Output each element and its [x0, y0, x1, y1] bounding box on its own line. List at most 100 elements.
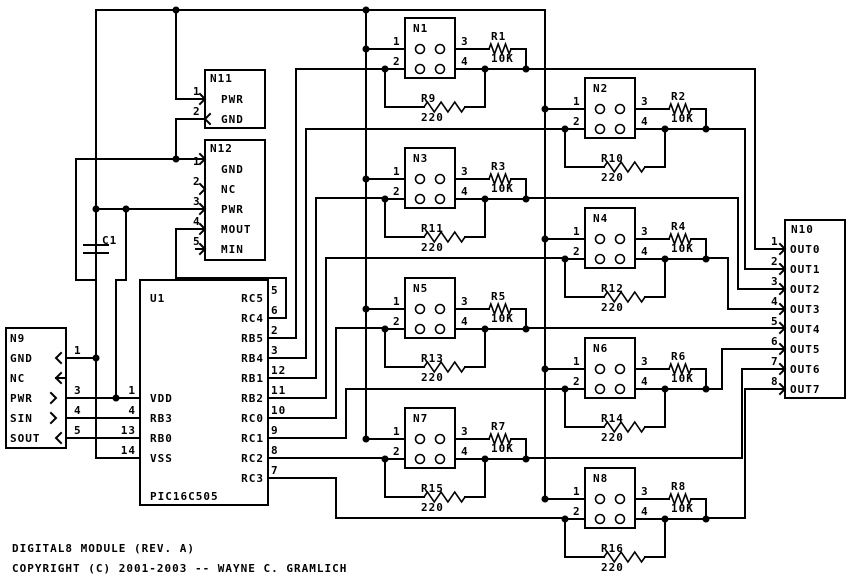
- stage-connector-body: [404, 277, 456, 339]
- pulldown-resistor: [423, 360, 466, 374]
- pulldown-resistor-name: R13: [421, 352, 444, 365]
- n10-pin-number: 8: [771, 375, 779, 388]
- n11-pin-number: 2: [193, 105, 201, 118]
- stage-wire: [644, 258, 666, 298]
- n10-pin-number: 1: [771, 235, 779, 248]
- pulldown-resistor-value: 220: [601, 431, 624, 444]
- u1-pin-label: RB0: [150, 432, 173, 445]
- stage-pin-number: 2: [573, 375, 581, 388]
- u1-pin-label: RB4: [241, 352, 264, 365]
- n12-pin-label: NC: [221, 183, 236, 196]
- stage-connector-body: [584, 467, 636, 529]
- u1-part: PIC16C505: [150, 490, 219, 503]
- pad: [434, 323, 446, 335]
- junction-dot: [381, 455, 389, 463]
- stage-wire: [384, 328, 425, 368]
- series-resistor-value: 10K: [491, 182, 514, 195]
- stage-pin-number: 2: [573, 505, 581, 518]
- n12-body: [204, 139, 266, 261]
- pad: [614, 253, 626, 265]
- pad: [414, 173, 426, 185]
- stage-pin-number: 3: [641, 355, 649, 368]
- pad: [594, 493, 606, 505]
- series-resistor-name: R5: [491, 290, 506, 303]
- n10-pin-label: OUT7: [790, 383, 821, 396]
- series-resistor-name: R1: [491, 30, 506, 43]
- junction-dot: [522, 325, 530, 333]
- n11-body: [204, 69, 266, 129]
- pulldown-resistor-name: R11: [421, 222, 444, 235]
- n10-pin-label: OUT3: [790, 303, 821, 316]
- junction-dot: [481, 455, 489, 463]
- n12-name: N12: [210, 142, 233, 155]
- pulldown-resistor-value: 220: [601, 561, 624, 574]
- series-resistor: [488, 301, 512, 317]
- u1-pin-number: 7: [271, 464, 279, 477]
- stage-wire: [464, 458, 486, 498]
- pad: [614, 363, 626, 375]
- stage-wire: [564, 388, 605, 428]
- stage-connector-name: N3: [413, 152, 428, 165]
- n11-pin-number: 1: [193, 85, 201, 98]
- stage-pin-number: 4: [641, 375, 649, 388]
- stage-pin-number: 4: [461, 315, 469, 328]
- u1-pin-number: 4: [128, 404, 136, 417]
- stage-wire: [464, 198, 486, 238]
- pad: [614, 493, 626, 505]
- u1-pin-number: 10: [271, 404, 286, 417]
- stage-pin-number: 3: [461, 165, 469, 178]
- stage-pin-number: 2: [573, 245, 581, 258]
- junction-dot: [661, 385, 669, 393]
- pulldown-resistor: [423, 490, 466, 504]
- n10-pin-label: OUT2: [790, 283, 821, 296]
- u1-pin-label: VSS: [150, 452, 173, 465]
- pad: [434, 433, 446, 445]
- junction-dot: [362, 175, 370, 183]
- pulldown-resistor-value: 220: [601, 171, 624, 184]
- junction-dot: [381, 325, 389, 333]
- pad: [594, 253, 606, 265]
- stage-connector-body: [584, 337, 636, 399]
- pulldown-resistor-value: 220: [421, 501, 444, 514]
- junction-dot: [561, 125, 569, 133]
- pad: [594, 383, 606, 395]
- junction-dot: [541, 495, 549, 503]
- u1-pin-label: RB3: [150, 412, 173, 425]
- stage-pin-number: 2: [393, 55, 401, 68]
- stage-wire: [564, 258, 605, 298]
- u1-right-pins: RC55RC46RB52RB43RB112RB211RC010RC19RC28R…: [241, 284, 286, 485]
- connector-arrows: [49, 92, 787, 445]
- n9-pin-number: 4: [74, 404, 82, 417]
- pad: [434, 173, 446, 185]
- u1-body: [139, 279, 269, 506]
- u1-pin-label: RB5: [241, 332, 264, 345]
- junction-dot: [481, 325, 489, 333]
- pulldown-resistor-value: 220: [421, 111, 444, 124]
- junction-dot: [661, 515, 669, 523]
- u1-pin-number: 1: [128, 384, 136, 397]
- stage-pin-number: 1: [393, 425, 401, 438]
- pulldown-resistor: [423, 100, 466, 114]
- stage-wire: [564, 518, 605, 558]
- stage-pin-number: 1: [393, 35, 401, 48]
- stage-connector-body: [404, 17, 456, 79]
- n12-pin-label: MIN: [221, 243, 244, 256]
- junction-dot: [702, 125, 710, 133]
- stage-pin-number: 3: [641, 225, 649, 238]
- series-resistor: [488, 431, 512, 447]
- u1-pin-number: 3: [271, 344, 279, 357]
- stage-pin-number: 2: [393, 185, 401, 198]
- wires: [55, 9, 786, 519]
- stage-connector-name: N2: [593, 82, 608, 95]
- pulldown-resistor-name: R9: [421, 92, 436, 105]
- stage-pin-number: 2: [393, 445, 401, 458]
- pulldown-resistor: [603, 550, 646, 564]
- stage-pin-number: 1: [573, 225, 581, 238]
- u1-pin-number: 2: [271, 324, 279, 337]
- stage-connector-body: [584, 77, 636, 139]
- u1-pin-label: RC0: [241, 412, 264, 425]
